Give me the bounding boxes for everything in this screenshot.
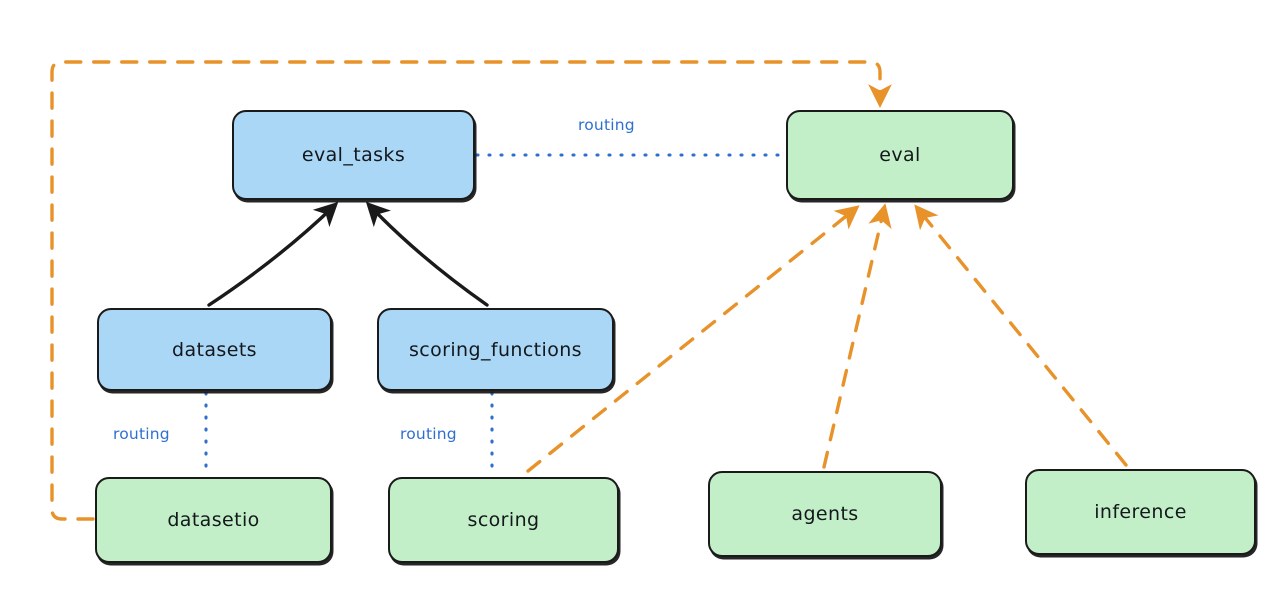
node-scoring-functions[interactable]: scoring_functions <box>377 308 614 391</box>
edge-scoring-functions-to-eval-tasks <box>365 201 489 307</box>
edge-label-routing-scoring: routing <box>400 425 457 443</box>
node-label-agents: agents <box>791 503 859 525</box>
edge-label-routing-eval: routing <box>578 116 635 134</box>
edge-datasetio-to-eval <box>50 60 892 521</box>
node-scoring[interactable]: scoring <box>388 477 619 563</box>
node-label-eval: eval <box>879 144 921 166</box>
node-inference[interactable]: inference <box>1025 469 1256 555</box>
node-label-inference: inference <box>1094 501 1187 523</box>
node-datasetio[interactable]: datasetio <box>95 477 332 563</box>
node-datasets[interactable]: datasets <box>97 308 332 391</box>
edge-inference-to-eval <box>914 204 1128 467</box>
node-label-datasetio: datasetio <box>167 509 260 531</box>
node-label-eval-tasks: eval_tasks <box>301 144 406 166</box>
node-agents[interactable]: agents <box>708 471 942 557</box>
node-eval-tasks[interactable]: eval_tasks <box>232 110 475 200</box>
edge-scoring-to-eval <box>526 205 860 473</box>
edge-label-routing-datasetio: routing <box>113 425 170 443</box>
edge-datasets-to-eval-tasks <box>207 201 339 307</box>
edge-agents-to-eval <box>822 203 892 469</box>
node-label-datasets: datasets <box>172 338 257 361</box>
node-eval[interactable]: eval <box>786 110 1014 200</box>
node-label-scoring-functions: scoring_functions <box>409 338 582 361</box>
node-label-scoring: scoring <box>467 509 540 531</box>
